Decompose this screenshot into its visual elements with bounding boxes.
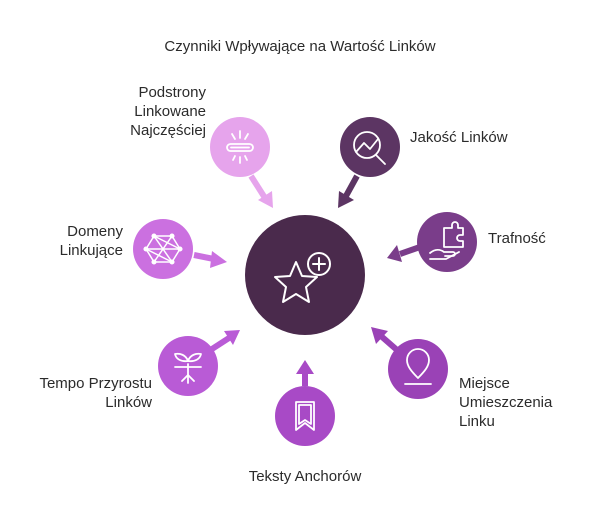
arrow-podstrony [248,174,273,208]
node-tempo [158,336,218,396]
diagram-title: Czynniki Wpływające na Wartość Linków [164,38,436,55]
label-domeny: Domeny Linkujące [59,223,123,259]
sprout-icon [174,352,202,384]
chart-magnifier-icon [353,131,386,165]
bookmark-icon [295,401,315,431]
label-tempo: Tempo Przyrostu Linków [39,375,152,411]
node-jakosc [340,117,400,177]
node-trafnosc [417,212,477,272]
arrow-domeny [193,251,227,268]
arrow-jakosc [338,174,360,208]
label-jakosc: Jakość Linków [410,129,508,146]
node-podstrony [210,117,270,177]
label-teksty: Teksty Anchorów [248,468,362,485]
network-icon [143,233,183,265]
arrow-miejsce [371,327,399,353]
location-pin-icon [404,348,432,385]
node-miejsce [388,339,448,399]
label-trafnosc: Trafność [488,230,546,247]
arrow-trafnosc [387,244,421,262]
glowing-bar-icon [226,130,254,164]
label-miejsce: Miejsce Umieszczenia Linku [459,375,553,430]
puzzle-hand-icon [429,221,464,260]
arrow-tempo [210,330,240,352]
star-plus-icon [274,252,331,303]
center-hub [245,215,365,335]
arrow-teksty [296,360,314,386]
node-domeny [133,219,193,279]
node-teksty [275,386,335,446]
label-podstrony: Podstrony Linkowane Najczęściej [130,84,206,139]
